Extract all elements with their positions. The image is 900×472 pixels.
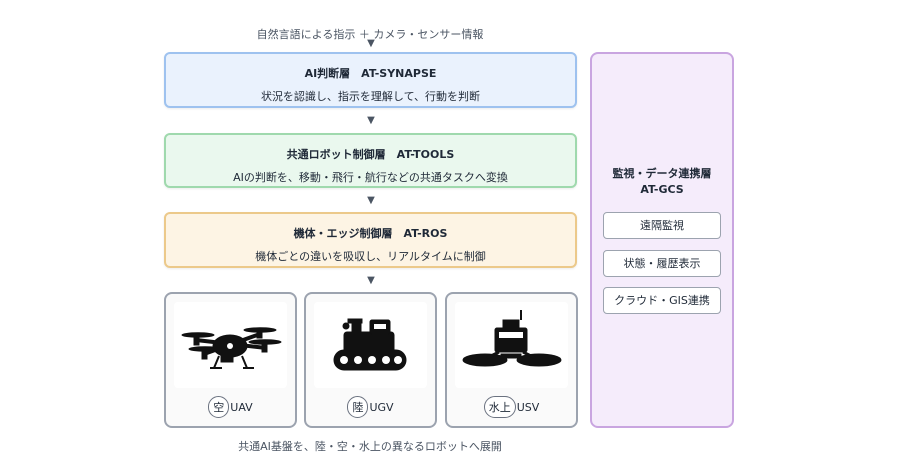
ai-layer-box: AI判断層 AT-SYNAPSE 状況を認識し、指示を理解して、行動を判断 (164, 52, 577, 108)
arrow-down-icon: ▼ (367, 195, 375, 206)
gcs-item-cloud-gis: クラウド・GIS連携 (603, 287, 721, 314)
boat-robot-icon (455, 302, 568, 388)
gcs-title: 監視・データ連携層 AT-GCS (592, 166, 732, 198)
layer-title: 共通ロボット制御層 AT-TOOLS (286, 148, 455, 161)
ground-robot-icon (314, 302, 427, 388)
domain-badge: 陸 (347, 396, 369, 418)
gcs-title-line1: 監視・データ連携層 (612, 167, 712, 180)
top-caption: 自然言語による指示 ＋ カメラ・センサー情報 (256, 28, 484, 41)
bottom-caption: 共通AI基盤を、陸・空・水上の異なるロボットへ展開 (238, 440, 502, 453)
domain-badge: 空 (208, 396, 230, 418)
layer-description: 機体ごとの違いを吸収し、リアルタイムに制御 (255, 250, 486, 263)
layer-description: AIの判断を、移動・飛行・航行などの共通タスクへ変換 (233, 171, 508, 184)
gcs-item-status-history: 状態・履歴表示 (603, 250, 721, 277)
arrow-down-icon: ▼ (367, 275, 375, 286)
gcs-panel: 監視・データ連携層 AT-GCS 遠隔監視 状態・履歴表示 クラウド・GIS連携 (590, 52, 734, 428)
arrow-down-icon: ▼ (367, 115, 375, 126)
robot-control-layer-box: 共通ロボット制御層 AT-TOOLS AIの判断を、移動・飛行・航行などの共通タ… (164, 133, 577, 188)
robot-name: UGV (369, 401, 394, 414)
edge-control-layer-box: 機体・エッジ制御層 AT-ROS 機体ごとの違いを吸収し、リアルタイムに制御 (164, 212, 577, 268)
robot-name: UAV (230, 401, 253, 414)
robot-name: USV (516, 401, 540, 414)
drone-icon (174, 302, 287, 388)
layer-title: 機体・エッジ制御層 AT-ROS (293, 227, 448, 240)
gcs-title-line2: AT-GCS (640, 183, 684, 196)
gcs-item-remote-monitoring: 遠隔監視 (603, 212, 721, 239)
layer-description: 状況を認識し、指示を理解して、行動を判断 (260, 90, 481, 103)
arrow-down-icon: ▼ (367, 38, 375, 49)
layer-title: AI判断層 AT-SYNAPSE (304, 67, 437, 80)
domain-badge: 水上 (483, 396, 516, 418)
